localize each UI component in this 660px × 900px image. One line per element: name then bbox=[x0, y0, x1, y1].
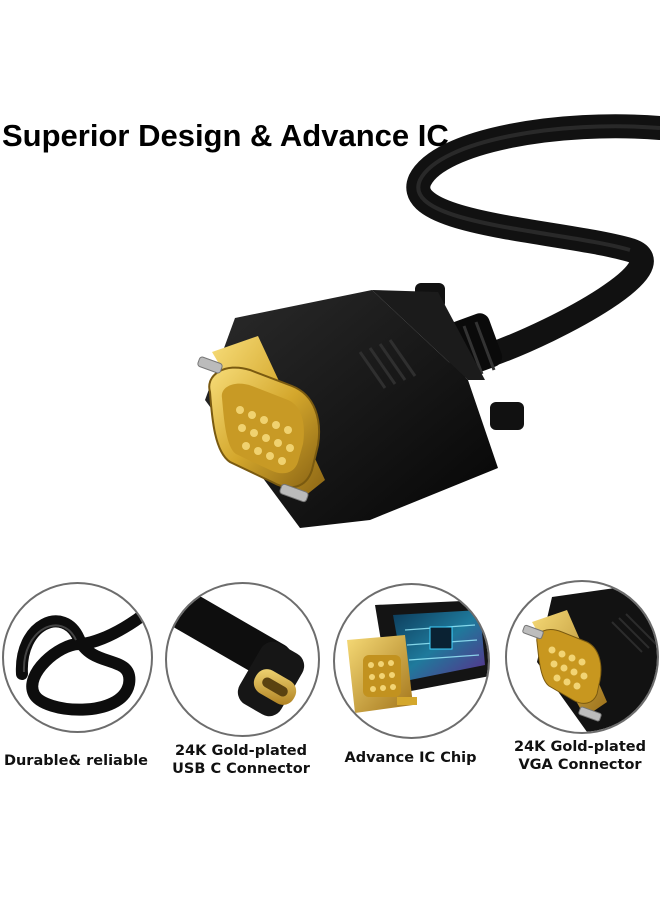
feature-ic-chip-circle bbox=[333, 583, 490, 739]
caption-line: VGA Connector bbox=[518, 757, 642, 773]
caption-line: USB C Connector bbox=[172, 761, 310, 777]
caption-line: 24K Gold-plated bbox=[514, 739, 646, 755]
vga-connector-image bbox=[522, 582, 657, 732]
feature-caption-vga: 24K Gold-plated VGA Connector bbox=[505, 738, 655, 774]
headline: Superior Design & Advance IC bbox=[2, 118, 449, 153]
ic-chip-image bbox=[347, 600, 488, 713]
usb-c-connector-image bbox=[167, 584, 305, 717]
feature-durable-circle bbox=[2, 582, 153, 733]
vga-connector-hero-image bbox=[197, 114, 660, 528]
caption-line: 24K Gold-plated bbox=[175, 743, 307, 759]
feature-caption-usb-c: 24K Gold-plated USB C Connector bbox=[165, 742, 317, 778]
feature-caption-durable: Durable& reliable bbox=[0, 752, 152, 770]
cable-loop-image bbox=[15, 598, 151, 716]
feature-usb-c-circle bbox=[165, 582, 320, 737]
feature-vga-circle bbox=[505, 580, 659, 734]
caption-line: Advance IC Chip bbox=[344, 750, 477, 766]
caption-line: Durable& reliable bbox=[3, 753, 149, 769]
feature-caption-ic-chip: Advance IC Chip bbox=[333, 749, 488, 767]
